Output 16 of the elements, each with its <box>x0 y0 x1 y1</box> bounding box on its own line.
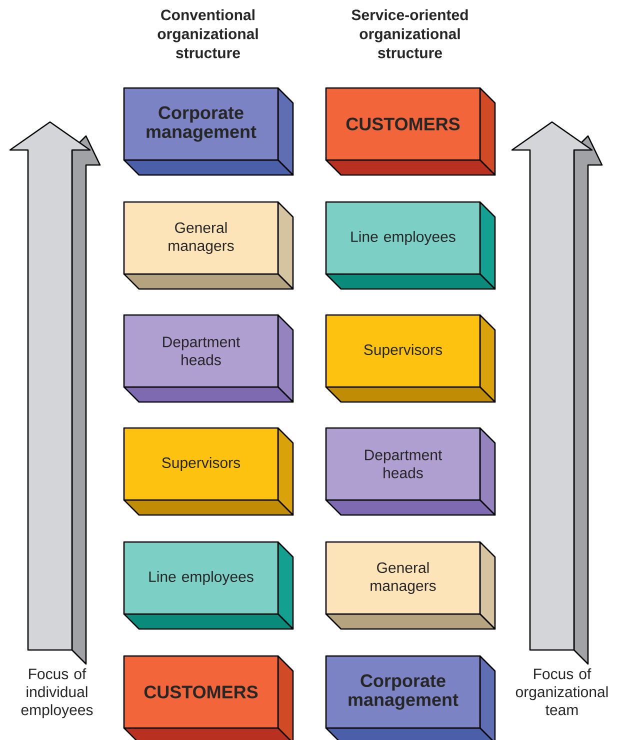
arrow-caption: Focus of organizational team <box>516 668 608 716</box>
block: Department heads <box>123 314 294 403</box>
column-heading: Conventional organizational structure <box>158 9 258 58</box>
block: CUSTOMERS <box>123 655 294 740</box>
block: Supervisors <box>325 314 496 403</box>
block: Supervisors <box>123 427 294 516</box>
block: Corporate management <box>325 655 496 740</box>
block: General managers <box>325 541 496 630</box>
block: Line employees <box>123 541 294 630</box>
block: CUSTOMERS <box>325 87 496 176</box>
block: Department heads <box>325 427 496 516</box>
block: General managers <box>123 201 294 290</box>
arrow-caption: Focus of individual employees <box>21 668 93 718</box>
block: Line employees <box>325 201 496 290</box>
block: Corporate management <box>123 87 294 176</box>
column-heading: Service-oriented organizational structure <box>352 9 468 58</box>
